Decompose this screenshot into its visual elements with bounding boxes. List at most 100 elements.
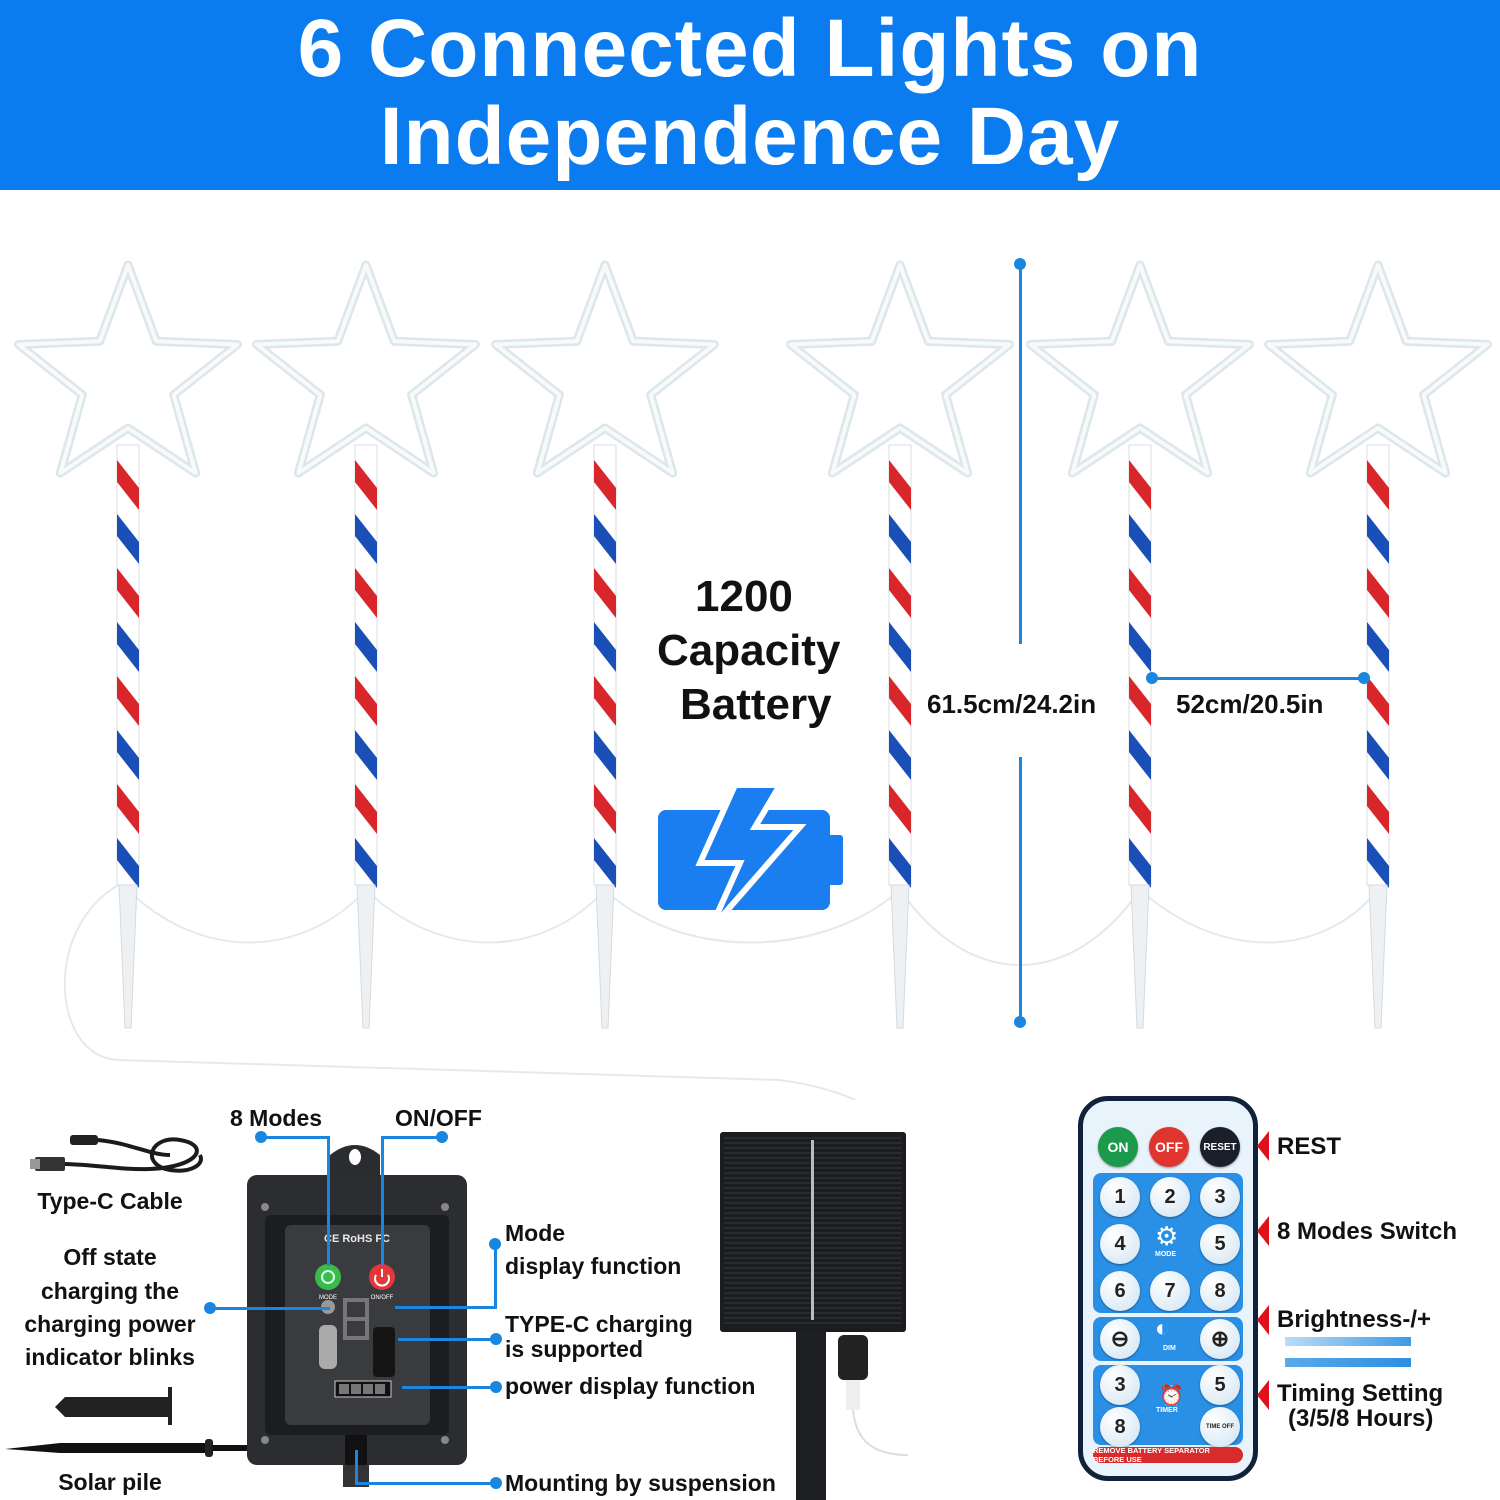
pole-stripe bbox=[355, 460, 377, 510]
pole-stripe bbox=[117, 838, 139, 888]
pole-stripe bbox=[594, 676, 616, 726]
star-icon bbox=[1028, 263, 1252, 475]
height-marker-bottom bbox=[1014, 1016, 1026, 1028]
brightness-bar-low bbox=[1285, 1337, 1411, 1346]
pole-stripe bbox=[1367, 622, 1389, 672]
solar-panel-image bbox=[720, 1132, 908, 1500]
remote-dim-label: DIM bbox=[1163, 1345, 1176, 1352]
pole-stripe bbox=[117, 784, 139, 834]
remote-mode-7[interactable]: 7 bbox=[1150, 1271, 1190, 1311]
ground-spike bbox=[1130, 884, 1150, 1029]
remote-mode-3[interactable]: 3 bbox=[1200, 1177, 1240, 1217]
pole-stripe bbox=[355, 784, 377, 834]
brightness-up-button[interactable]: ⊕ bbox=[1200, 1319, 1240, 1359]
svg-text:MODE: MODE bbox=[319, 1295, 337, 1301]
star-icon bbox=[16, 263, 240, 475]
pole-stripe bbox=[889, 784, 911, 834]
pole-stripe bbox=[117, 514, 139, 564]
pole-stripe bbox=[355, 676, 377, 726]
off-state-line-2: charging the bbox=[40, 1278, 179, 1304]
pole-stripe bbox=[594, 460, 616, 510]
pole-stripe bbox=[117, 676, 139, 726]
timer-5-button[interactable]: 5 bbox=[1200, 1365, 1240, 1405]
timer-3-button[interactable]: 3 bbox=[1100, 1365, 1140, 1405]
remote-mode-1[interactable]: 1 bbox=[1100, 1177, 1140, 1217]
pole-stripe bbox=[1367, 676, 1389, 726]
height-label: 61.5cm/24.2in bbox=[927, 689, 1097, 719]
remote-off-button[interactable]: OFF bbox=[1149, 1127, 1189, 1167]
remote-reset-button[interactable]: RESET bbox=[1200, 1127, 1240, 1167]
callout-line bbox=[355, 1482, 493, 1485]
remote-mode-4[interactable]: 4 bbox=[1100, 1224, 1140, 1264]
remote-callout-timing-2: (3/5/8 Hours) bbox=[1288, 1405, 1434, 1432]
arrow-icon bbox=[1257, 1305, 1269, 1335]
callout-line bbox=[494, 1244, 497, 1308]
pole-stripe bbox=[1367, 568, 1389, 618]
pole-stripe bbox=[1367, 784, 1389, 834]
battery-capacity-value: 1200 bbox=[695, 572, 793, 621]
svg-text:ON/OFF: ON/OFF bbox=[371, 1295, 394, 1301]
timer-8-button[interactable]: 8 bbox=[1100, 1407, 1140, 1447]
connecting-wire-between bbox=[127, 888, 1379, 966]
pole-stripe bbox=[594, 568, 616, 618]
battery-separator-warning: REMOVE BATTERY SEPARATOR BEFORE USE bbox=[1093, 1446, 1243, 1464]
ground-spike bbox=[118, 884, 138, 1029]
title-line-1: 6 Connected Lights on bbox=[297, 3, 1203, 94]
pole-stripe bbox=[889, 514, 911, 564]
pole-stripe bbox=[594, 730, 616, 780]
callout-line bbox=[261, 1136, 329, 1139]
title-line-2: Independence Day bbox=[379, 91, 1121, 182]
pole-stripe bbox=[889, 838, 911, 888]
remote-mode-5[interactable]: 5 bbox=[1200, 1224, 1240, 1264]
type-c-cable-image bbox=[30, 1135, 203, 1173]
ground-spike bbox=[890, 884, 910, 1029]
height-line-upper bbox=[1019, 264, 1022, 644]
height-line-lower bbox=[1019, 757, 1022, 1022]
callout-mounting: Mounting by suspension bbox=[505, 1470, 776, 1496]
callout-typec-1: TYPE-C charging bbox=[505, 1311, 693, 1337]
remote-mode-label: MODE bbox=[1155, 1251, 1176, 1258]
callout-line bbox=[402, 1386, 494, 1389]
callout-8-modes: 8 Modes bbox=[230, 1105, 323, 1131]
timer-off-button[interactable]: TIME OFF bbox=[1200, 1407, 1240, 1447]
brightness-down-button[interactable]: ⊖ bbox=[1100, 1319, 1140, 1359]
remote-callout-reset: REST bbox=[1277, 1133, 1342, 1160]
pole-stripe bbox=[355, 730, 377, 780]
remote-callout-timing-1: Timing Setting bbox=[1277, 1380, 1444, 1407]
pole-stripe bbox=[594, 514, 616, 564]
star-icon bbox=[254, 263, 478, 475]
off-state-line-4: indicator blinks bbox=[25, 1344, 195, 1370]
battery-charging-icon bbox=[658, 785, 843, 932]
star-stake-light bbox=[252, 260, 480, 1029]
pole-stripe bbox=[1129, 460, 1151, 510]
star-stake-light bbox=[1264, 260, 1492, 1029]
alarm-clock-icon: ⏰ bbox=[1159, 1385, 1184, 1407]
pole-stripe bbox=[1129, 784, 1151, 834]
solar-pile-image bbox=[5, 1387, 252, 1457]
remote-mode-2[interactable]: 2 bbox=[1150, 1177, 1190, 1217]
callout-on-off: ON/OFF bbox=[395, 1105, 482, 1131]
callout-power-display: power display function bbox=[505, 1373, 756, 1399]
arrow-icon bbox=[1257, 1131, 1269, 1161]
solar-pile-label: Solar pile bbox=[58, 1469, 162, 1495]
remote-mode-6[interactable]: 6 bbox=[1100, 1271, 1140, 1311]
pole-stripe bbox=[889, 730, 911, 780]
pole-stripe bbox=[1129, 838, 1151, 888]
pole-stripe bbox=[117, 568, 139, 618]
callout-line bbox=[395, 1306, 497, 1309]
pole-stripe bbox=[889, 460, 911, 510]
remote-on-button[interactable]: ON bbox=[1098, 1127, 1138, 1167]
ground-spike bbox=[595, 884, 615, 1029]
pole-stripe bbox=[117, 460, 139, 510]
pole-stripe bbox=[355, 838, 377, 888]
pole-stripe bbox=[117, 622, 139, 672]
ground-spike bbox=[1368, 884, 1388, 1029]
remote-mode-8[interactable]: 8 bbox=[1200, 1271, 1240, 1311]
callout-line bbox=[355, 1450, 358, 1484]
pole-stripe bbox=[1129, 514, 1151, 564]
star-stake-light bbox=[14, 260, 242, 1029]
pole-stripe bbox=[355, 568, 377, 618]
light-string-illustration bbox=[14, 260, 1492, 1100]
pole-stripe bbox=[1367, 838, 1389, 888]
brightness-icon: ◐ bbox=[1155, 1315, 1170, 1342]
